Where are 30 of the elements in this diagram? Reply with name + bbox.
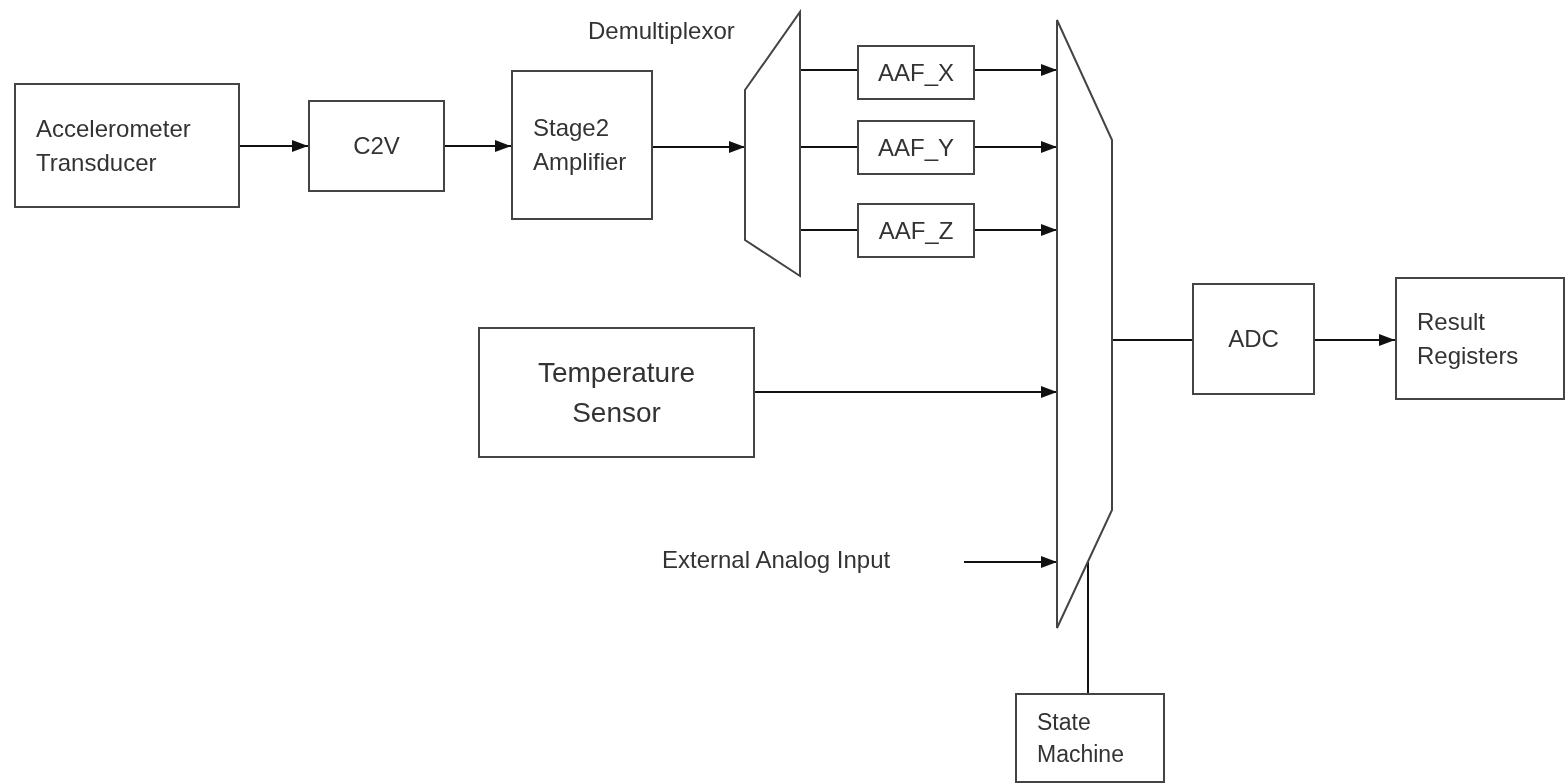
block-label: State Machine <box>1037 707 1125 769</box>
block-label: Temperature Sensor <box>536 356 697 430</box>
process-box <box>511 70 653 220</box>
controller-box <box>1015 693 1165 783</box>
block-label: AAF_Z <box>878 215 954 246</box>
register-box <box>1395 277 1565 400</box>
block-label: AAF_X <box>878 57 954 88</box>
block-label: Accelerometer Transducer <box>36 113 192 178</box>
block-label: C2V <box>353 131 400 162</box>
sensor-box <box>478 327 755 458</box>
arrow <box>652 141 746 153</box>
arrow <box>963 556 1058 568</box>
process-box <box>308 100 445 192</box>
arrow <box>239 140 309 152</box>
arrow <box>1314 334 1396 346</box>
converter-box <box>1192 283 1315 395</box>
arrow <box>444 140 512 152</box>
arrow <box>754 386 1058 398</box>
block-label: Result Registers <box>1417 306 1520 371</box>
block-label: Stage2 Amplifier <box>533 113 628 177</box>
filter-box <box>857 203 975 258</box>
arrow <box>974 224 1058 236</box>
arrow <box>974 64 1058 76</box>
block-label: ADC <box>1228 324 1279 355</box>
process-box <box>14 83 240 208</box>
input-label: External Analog Input <box>662 546 891 573</box>
filter-box <box>857 45 975 100</box>
block-label: AAF_Y <box>878 132 954 163</box>
filter-box <box>857 120 975 175</box>
arrow <box>974 141 1058 153</box>
